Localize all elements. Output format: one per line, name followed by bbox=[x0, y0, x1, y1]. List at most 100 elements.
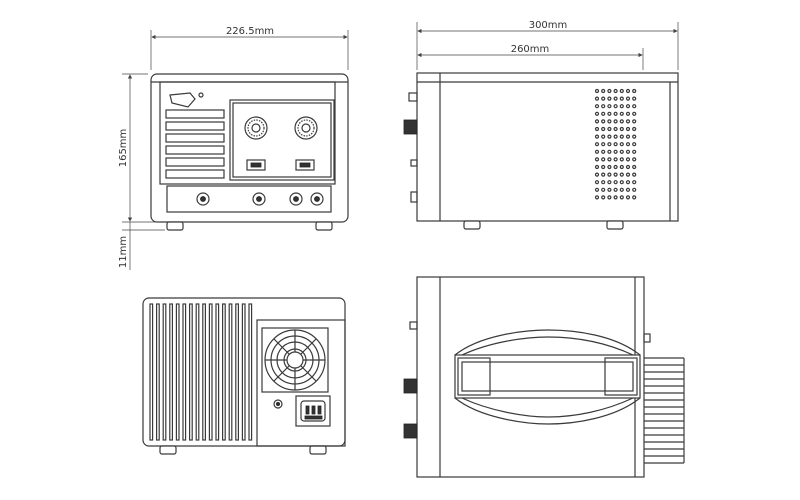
top-view bbox=[403, 276, 685, 478]
vent-hole bbox=[632, 134, 637, 139]
vent-hole bbox=[594, 157, 600, 162]
vent-hole bbox=[619, 157, 624, 162]
fan-icon bbox=[261, 327, 329, 393]
fin bbox=[235, 303, 240, 441]
vent-hole bbox=[607, 134, 612, 139]
dimension-total-depth: 300mm bbox=[416, 20, 679, 70]
vent-hole bbox=[625, 142, 631, 147]
vent-hole bbox=[613, 88, 618, 94]
vent-hole bbox=[594, 96, 600, 101]
vent-hole bbox=[632, 104, 637, 109]
vent-hole bbox=[601, 195, 606, 200]
vent-hole bbox=[607, 187, 612, 192]
dimension-body-depth-label: 260mm bbox=[511, 44, 550, 55]
vent-hole bbox=[607, 88, 612, 94]
vent-hole bbox=[607, 180, 612, 185]
dimension-height: 165mm bbox=[118, 73, 160, 223]
vent-hole bbox=[613, 164, 618, 170]
vent-hole bbox=[594, 142, 600, 147]
vent-hole bbox=[625, 180, 631, 185]
rear-view bbox=[142, 297, 346, 455]
vent-hole bbox=[619, 96, 624, 101]
vent-hole bbox=[632, 126, 637, 132]
display-left-icon bbox=[246, 159, 266, 171]
front-view bbox=[150, 73, 349, 231]
fin bbox=[222, 303, 226, 441]
vent-hole bbox=[601, 104, 606, 109]
vent-hole bbox=[619, 195, 624, 200]
vent-hole bbox=[619, 187, 624, 192]
vent-hole bbox=[601, 111, 606, 116]
vent-hole bbox=[619, 88, 624, 94]
vent-hole bbox=[601, 96, 606, 101]
heatsink-fins bbox=[149, 303, 253, 441]
vent-hole bbox=[625, 172, 631, 177]
vent-hole bbox=[613, 104, 618, 109]
dimension-front-width: 226.5mm bbox=[150, 26, 349, 70]
vent-hole bbox=[613, 149, 618, 154]
vent-hole bbox=[601, 134, 606, 139]
vent-hole bbox=[613, 187, 618, 192]
vent-hole bbox=[619, 104, 624, 109]
vent-hole bbox=[625, 119, 631, 124]
fin bbox=[189, 303, 193, 441]
vent-hole bbox=[632, 187, 637, 192]
dimension-front-width-label: 226.5mm bbox=[226, 26, 274, 37]
vent-hole bbox=[607, 142, 612, 147]
vent-hole bbox=[625, 104, 631, 109]
dimension-foot-label: 11mm bbox=[118, 236, 129, 268]
vent-hole bbox=[625, 187, 631, 192]
vent-hole bbox=[594, 111, 600, 116]
vent-hole bbox=[601, 157, 606, 162]
dimension-body-depth: 260mm bbox=[417, 44, 644, 70]
vent-hole bbox=[632, 157, 637, 162]
vent-hole bbox=[594, 88, 600, 94]
vent-hole bbox=[632, 172, 637, 177]
side-vent-holes bbox=[594, 88, 637, 200]
vent-hole bbox=[601, 164, 606, 170]
fin bbox=[215, 303, 220, 441]
fin bbox=[182, 303, 187, 441]
display-right-icon bbox=[295, 159, 315, 171]
vent-hole bbox=[625, 164, 631, 170]
vent-hole bbox=[594, 134, 600, 139]
vent-hole bbox=[613, 134, 618, 139]
vent-hole bbox=[625, 96, 631, 101]
vent-hole bbox=[601, 149, 606, 154]
vent-hole bbox=[632, 88, 637, 94]
fin bbox=[241, 303, 246, 441]
vent-hole bbox=[607, 195, 612, 200]
vent-hole bbox=[613, 195, 618, 200]
fin bbox=[162, 303, 167, 441]
dimension-total-depth-label: 300mm bbox=[529, 20, 568, 31]
vent-hole bbox=[625, 134, 631, 139]
vent-hole bbox=[632, 119, 637, 124]
vent-hole bbox=[607, 149, 612, 154]
vent-hole bbox=[613, 96, 618, 101]
vent-hole bbox=[625, 111, 631, 116]
side-view bbox=[403, 72, 679, 230]
vent-hole bbox=[625, 195, 631, 200]
vent-hole bbox=[632, 164, 637, 170]
vent-hole bbox=[619, 149, 624, 154]
fuse-holder-icon bbox=[273, 399, 283, 409]
power-inlet-icon bbox=[295, 395, 331, 427]
vent-hole bbox=[607, 104, 612, 109]
fin bbox=[228, 303, 233, 441]
top-knob-icon bbox=[403, 321, 418, 439]
knob-left-icon bbox=[244, 116, 268, 140]
vent-hole bbox=[594, 172, 600, 177]
vent-hole bbox=[594, 195, 600, 200]
carry-handle-icon bbox=[454, 329, 641, 425]
dimension-foot: 11mm bbox=[118, 222, 165, 270]
vent-hole bbox=[607, 172, 612, 177]
vent-hole bbox=[601, 172, 606, 177]
vent-hole bbox=[607, 164, 612, 170]
vent-hole bbox=[594, 164, 600, 170]
side-knob-icon bbox=[403, 92, 418, 203]
vent-hole bbox=[607, 119, 612, 124]
vent-hole bbox=[594, 187, 600, 192]
fin bbox=[156, 303, 160, 441]
vent-hole bbox=[601, 187, 606, 192]
